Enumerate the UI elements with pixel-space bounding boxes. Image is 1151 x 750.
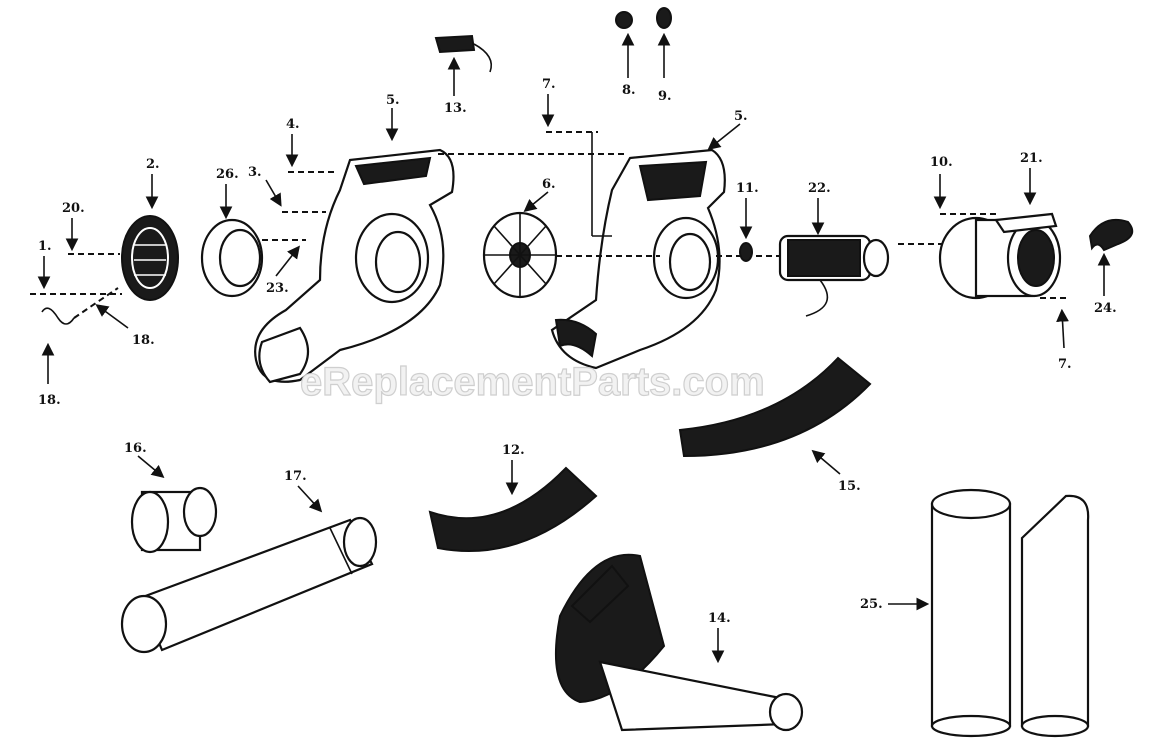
callout-20: 20. bbox=[62, 201, 85, 216]
motor-part bbox=[778, 234, 890, 317]
washer-part bbox=[739, 242, 753, 262]
callout-6: 6. bbox=[542, 177, 556, 192]
callout-13: 13. bbox=[444, 101, 467, 116]
blower-tube-part bbox=[120, 516, 378, 654]
callout-3: 3. bbox=[248, 165, 262, 180]
callout-4: 4. bbox=[286, 117, 300, 132]
callout-labels: 1. 2. 3. 4. 5. 5. 6. 7. 7. 8. 9. 10. 11.… bbox=[38, 77, 1117, 626]
watermark: eReplacementParts.com bbox=[300, 360, 765, 404]
callout-7-right: 7. bbox=[1058, 357, 1072, 372]
clip-part bbox=[41, 307, 75, 325]
callout-15: 15. bbox=[838, 479, 861, 494]
impeller-part bbox=[482, 211, 558, 299]
callout-10: 10. bbox=[930, 155, 953, 170]
callout-26: 26. bbox=[216, 167, 239, 182]
right-housing-part bbox=[550, 148, 726, 370]
callout-18-lower: 18. bbox=[38, 393, 61, 408]
callout-17: 17. bbox=[284, 469, 307, 484]
lower-tube-part bbox=[678, 356, 872, 458]
ring-part bbox=[200, 218, 264, 298]
left-housing-part bbox=[254, 148, 455, 384]
callout-23: 23. bbox=[266, 281, 289, 296]
callout-24: 24. bbox=[1094, 301, 1117, 316]
callout-8: 8. bbox=[622, 83, 636, 98]
rear-housing-part bbox=[938, 212, 1062, 300]
coupler-part bbox=[130, 486, 218, 554]
callout-25: 25. bbox=[860, 597, 883, 612]
callout-5-right: 5. bbox=[734, 109, 748, 124]
collection-bag-part bbox=[554, 553, 804, 732]
callout-21: 21. bbox=[1020, 151, 1043, 166]
front-grille-part bbox=[121, 215, 179, 301]
switch-part bbox=[434, 34, 493, 73]
callout-14: 14. bbox=[708, 611, 731, 626]
knob-parts bbox=[615, 7, 672, 29]
callout-11: 11. bbox=[736, 181, 759, 196]
callout-9: 9. bbox=[658, 89, 672, 104]
callout-7-top: 7. bbox=[542, 77, 556, 92]
callout-1: 1. bbox=[38, 239, 52, 254]
callout-18-upper: 18. bbox=[132, 333, 155, 348]
callout-16: 16. bbox=[124, 441, 147, 456]
callout-2: 2. bbox=[146, 157, 160, 172]
callout-5-left: 5. bbox=[386, 93, 400, 108]
callout-12: 12. bbox=[502, 443, 525, 458]
elbow-tube-part bbox=[428, 466, 598, 552]
callout-22: 22. bbox=[808, 181, 831, 196]
callout-arrows bbox=[37, 32, 1111, 664]
cord-hook-part bbox=[1088, 218, 1134, 252]
vacuum-tubes-part bbox=[930, 488, 1090, 738]
